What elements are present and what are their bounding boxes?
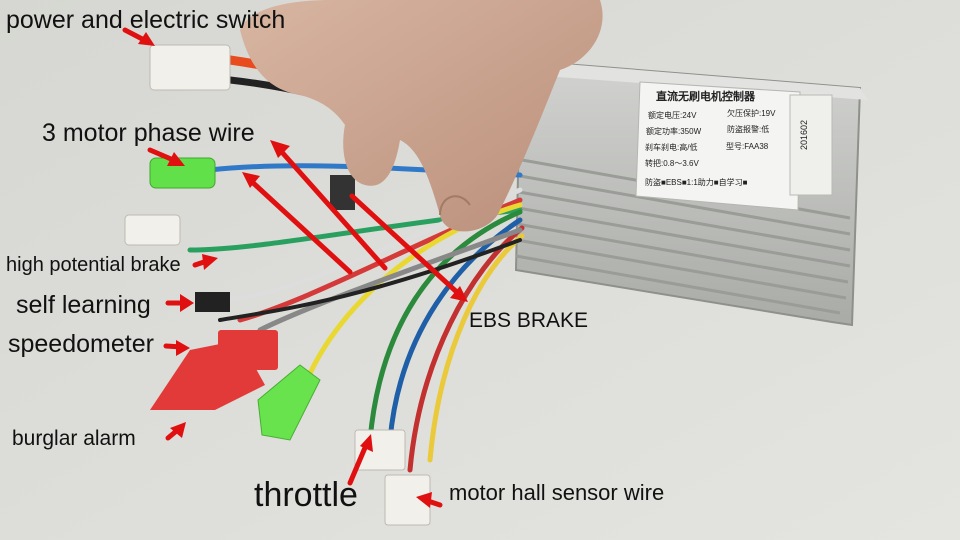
label-motor-phase-wire: 3 motor phase wire <box>42 119 255 147</box>
controller-box <box>514 60 868 327</box>
annotation-arrows <box>122 27 468 508</box>
label-hall-sensor-wire: motor hall sensor wire <box>449 480 665 505</box>
controller-sticker <box>635 81 801 211</box>
label-throttle: throttle <box>254 476 358 514</box>
label-speedometer: speedometer <box>8 330 154 358</box>
sticker-side-code: 201602 <box>799 119 809 150</box>
sticker-title: 直流无刷电机控制器 <box>656 91 755 103</box>
sticker-theft-alarm: 防盗报警:低 <box>727 125 770 134</box>
sticker-undervoltage: 欠压保护:19V <box>727 109 776 118</box>
label-high-potential-brake: high potential brake <box>6 254 181 276</box>
hand <box>240 0 603 232</box>
label-power-switch: power and electric switch <box>6 6 286 34</box>
label-ebs-brake: EBS BRAKE <box>469 309 589 332</box>
sticker-model: 型号:FAA38 <box>726 142 769 151</box>
sticker-features: 防盗■EBS■1:1助力■自学习■ <box>645 178 748 187</box>
label-self-learning: self learning <box>16 291 151 319</box>
sticker-throttle-range: 转把:0.8～3.6V <box>645 159 699 168</box>
connectors <box>124 44 431 526</box>
sticker-brake-level: 刹车刹电:高/低 <box>645 143 698 152</box>
sticker-rated-voltage: 额定电压:24V <box>648 111 697 120</box>
sticker-rated-power: 额定功率:350W <box>646 127 702 136</box>
label-burglar-alarm: burglar alarm <box>12 427 136 450</box>
